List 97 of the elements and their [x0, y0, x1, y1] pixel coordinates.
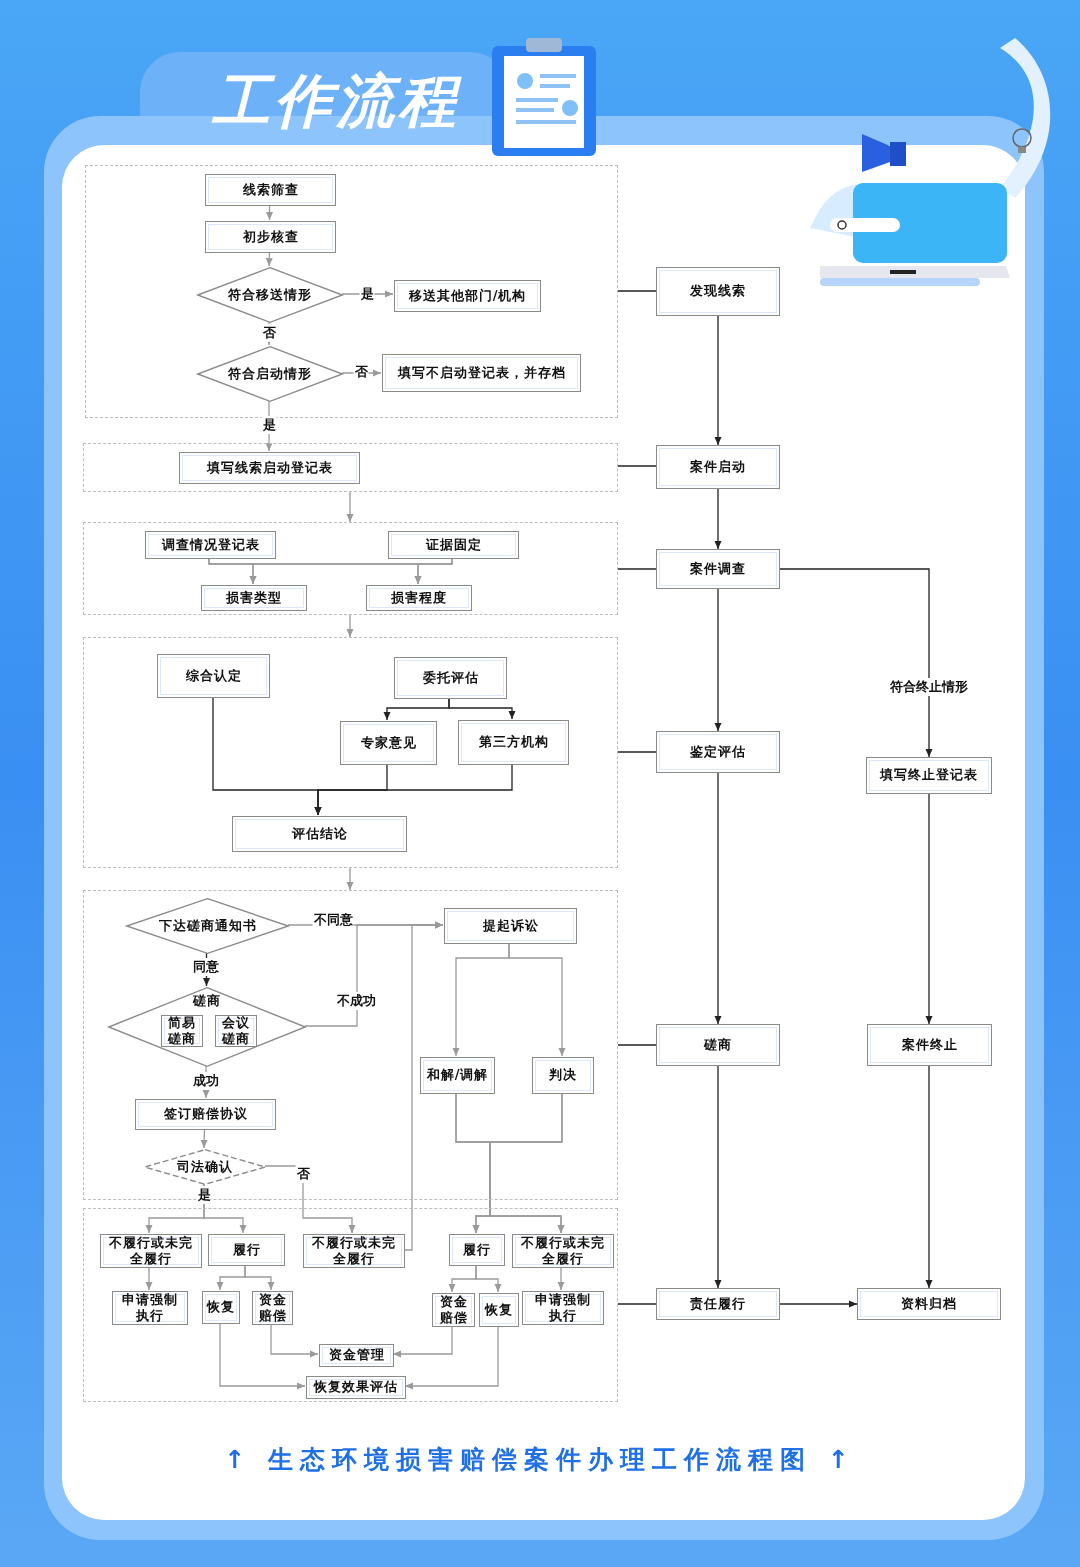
- process-box: 申请强制执行: [112, 1291, 188, 1325]
- connector-arrow: [145, 1266, 153, 1291]
- connector-arrow: [404, 1325, 499, 1390]
- process-box: 鉴定评估: [656, 731, 780, 773]
- edge-label: 否: [261, 324, 277, 342]
- connector-arrow: [779, 568, 933, 758]
- dashed-panel: [83, 637, 618, 868]
- process-box: 磋商: [656, 1024, 780, 1066]
- process-box: 委托评估: [394, 657, 507, 699]
- process-box: 资料归档: [857, 1288, 1001, 1320]
- process-box: 专家意见: [340, 721, 437, 765]
- process-box: 判决: [532, 1057, 594, 1094]
- process-box: 综合认定: [157, 654, 270, 698]
- node-label: 磋商: [193, 993, 221, 1010]
- process-box: 案件启动: [656, 445, 780, 489]
- connector-arrow: [392, 1325, 453, 1358]
- connector-arrow: [265, 251, 273, 267]
- process-box: 签订赔偿协议: [135, 1099, 276, 1130]
- connector-arrow: [489, 1092, 565, 1234]
- process-box: 申请强制执行: [522, 1291, 604, 1325]
- connector-arrow: [779, 1300, 858, 1308]
- decision-diamond: 符合移送情形: [197, 267, 343, 323]
- connector-arrow: [346, 614, 354, 638]
- edge-label: 符合终止情形: [889, 678, 969, 696]
- connector-arrow: [346, 491, 354, 523]
- process-box: 损害类型: [201, 585, 307, 611]
- process-box: 不履行或未完全履行: [303, 1234, 405, 1268]
- connector-arrow: [266, 204, 273, 221]
- process-box: 评估结论: [232, 816, 407, 852]
- process-box: 案件调查: [656, 549, 780, 589]
- process-box: 调查情况登记表: [145, 531, 276, 559]
- process-box: 资金赔偿: [432, 1293, 475, 1327]
- connector-arrow: [346, 867, 354, 891]
- connector-arrow: [403, 921, 444, 1251]
- connector-arrow: [714, 772, 722, 1025]
- connector-arrow: [925, 793, 933, 1025]
- edge-label: 同意: [192, 958, 220, 976]
- edge-label: 不成功: [335, 992, 377, 1010]
- connector-arrow: [557, 1266, 565, 1291]
- process-box: 责任履行: [656, 1288, 780, 1320]
- connector-arrow: [314, 763, 513, 816]
- process-box: 不履行或未完全履行: [100, 1234, 202, 1268]
- dashed-panel: [83, 1208, 618, 1402]
- edge-label: 否: [295, 1165, 311, 1183]
- process-box: 填写终止登记表: [866, 757, 992, 794]
- process-box: 发现线索: [656, 267, 780, 316]
- process-box: 第三方机构: [458, 720, 569, 765]
- process-box: 资金管理: [319, 1344, 394, 1367]
- connector-arrow: [508, 942, 566, 1057]
- dashed-panel: [83, 890, 618, 1200]
- dashed-panel: [83, 522, 618, 615]
- process-box: 恢复: [202, 1291, 240, 1324]
- decision-diamond: 下达磋商通知书: [126, 898, 289, 954]
- connector-arrow: [270, 1323, 319, 1358]
- process-box: 简易磋商: [161, 1015, 203, 1047]
- connector-arrow: [448, 697, 516, 720]
- process-box: 履行: [449, 1234, 505, 1266]
- process-box: 移送其他部门/机构: [394, 280, 541, 312]
- connector-arrow: [925, 1065, 933, 1289]
- connector-arrow: [714, 588, 722, 732]
- decision-diamond: [108, 987, 306, 1067]
- process-box: 恢复效果评估: [306, 1376, 406, 1399]
- process-box: 恢复: [479, 1293, 519, 1327]
- dashed-panel: [83, 443, 618, 492]
- process-box: 会议磋商: [215, 1015, 257, 1047]
- connector-arrow: [714, 315, 722, 446]
- connector-arrow: [244, 1264, 275, 1291]
- decision-diamond: 符合启动情形: [197, 346, 343, 402]
- connector-arrow: [414, 557, 453, 585]
- edge-label: 是: [359, 285, 375, 303]
- process-box: 填写线索启动登记表: [179, 452, 360, 484]
- title: 工作流程: [212, 66, 460, 136]
- decision-diamond: 司法确认: [144, 1149, 266, 1185]
- connector-arrow: [219, 1322, 306, 1390]
- process-box: 损害程度: [366, 585, 472, 611]
- process-box: 和解/调解: [420, 1057, 495, 1094]
- process-box: 提起诉讼: [444, 908, 577, 944]
- process-box: 初步核查: [205, 221, 336, 253]
- process-box: 不履行或未完全履行: [512, 1234, 614, 1268]
- process-box: 案件终止: [867, 1024, 992, 1066]
- process-box: 线索筛查: [205, 174, 336, 206]
- edge-label: 不同意: [312, 911, 354, 929]
- edge-label: 成功: [192, 1072, 220, 1090]
- connector-arrow: [714, 488, 722, 550]
- connector-arrow: [264, 1165, 356, 1234]
- process-box: 填写不启动登记表，并存档: [382, 354, 581, 392]
- process-box: 证据固定: [388, 531, 519, 559]
- process-box: 资金赔偿: [252, 1291, 293, 1325]
- edge-label: 是: [196, 1186, 212, 1204]
- edge-label: 否: [353, 363, 369, 381]
- connector-arrow: [475, 1264, 502, 1293]
- process-box: 履行: [208, 1234, 285, 1266]
- connector-arrow: [714, 1065, 722, 1289]
- connector-arrow: [200, 1128, 208, 1149]
- caption: ↑ 生态环境损害赔偿案件办理工作流程图 ↑: [223, 1444, 857, 1476]
- dashed-panel: [85, 165, 618, 418]
- edge-label: 是: [261, 416, 277, 434]
